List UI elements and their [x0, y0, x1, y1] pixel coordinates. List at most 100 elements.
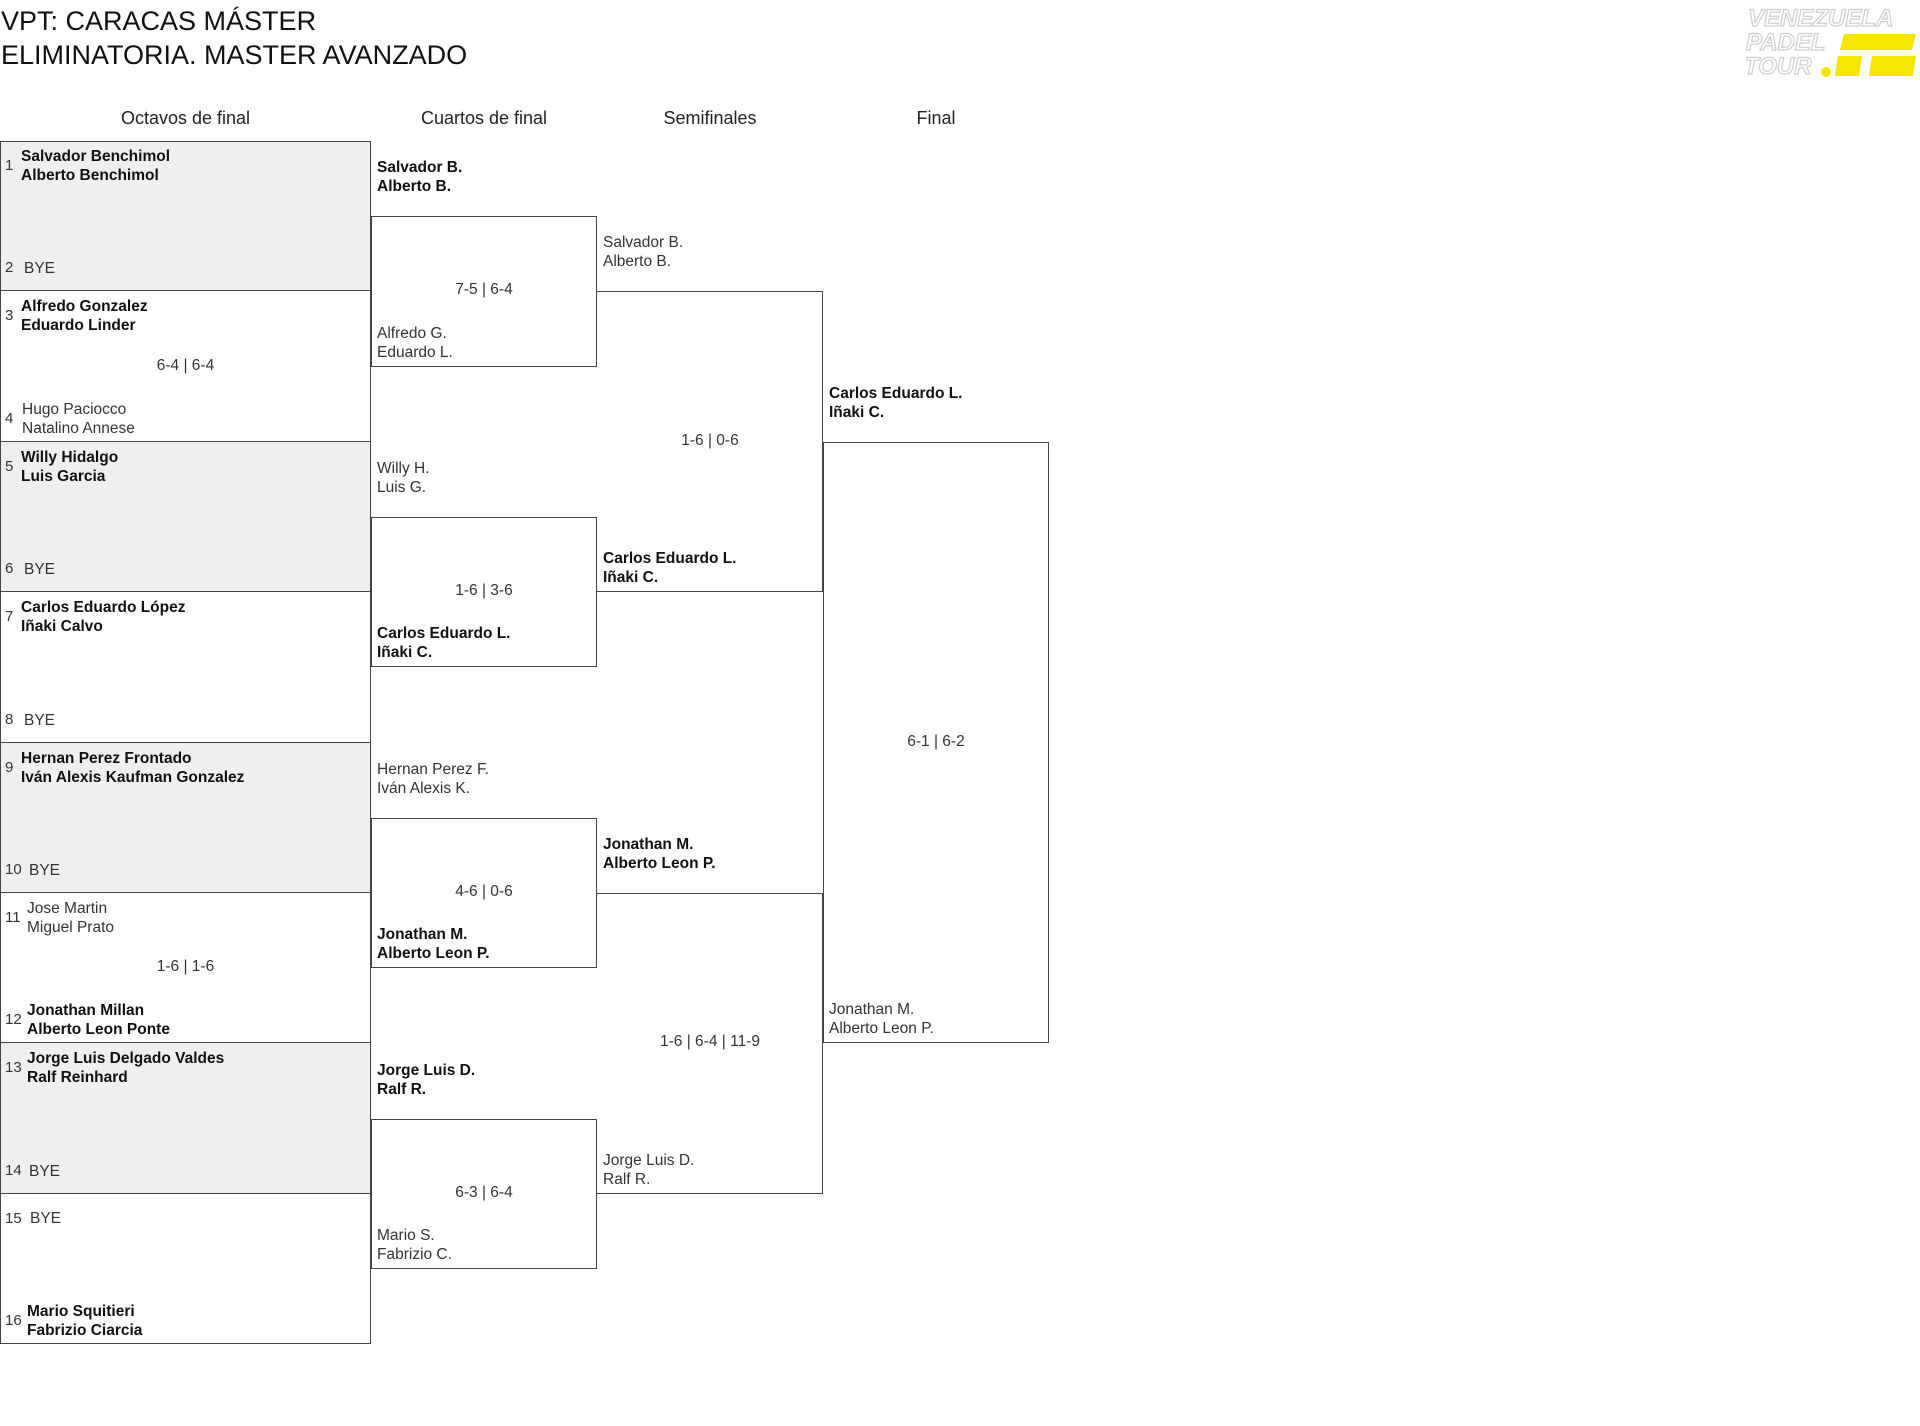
round-header-final: Final [916, 108, 956, 128]
seed-number: 14 [5, 1161, 22, 1179]
qf-match-2 [371, 517, 597, 668]
player-b: Alberto Leon P. [603, 855, 716, 872]
player-b: Iñaki C. [377, 644, 433, 662]
qf-entry-4: Carlos Eduardo L.Iñaki C. [377, 624, 511, 662]
r16-match-2 [0, 291, 371, 442]
match-score: 1-6 | 1-6 [156, 958, 215, 976]
bye-label: BYE [29, 1162, 61, 1180]
player-b: Fabrizio Ciarcia [27, 1322, 143, 1340]
seed-number: 4 [5, 409, 14, 427]
r16-match-3 [0, 441, 371, 593]
player-a: Willy Hidalgo [21, 448, 119, 466]
player-a: Hernan Perez F. [377, 760, 489, 778]
player-a: Salvador B. [603, 234, 684, 252]
player-a: Jonathan Millan [27, 1002, 145, 1020]
qf-entry-2: Alfredo G.Eduardo L. [377, 324, 453, 362]
logo-line-1: VENEZUELA [1748, 5, 1893, 32]
seed-number: 7 [5, 608, 14, 626]
player-a: Jorge Luis Delgado Valdes [27, 1050, 225, 1068]
player-a: Hernan Perez Frontado [21, 749, 192, 767]
qf-entry-7: Jorge Luis D.Ralf R. [377, 1061, 475, 1099]
qf-entry-5: Hernan Perez F.Iván Alexis K. [377, 760, 489, 798]
r16-match-8 [0, 1193, 371, 1345]
player-b: Iván Alexis Kaufman Gonzalez [21, 768, 245, 786]
player-a: Carlos Eduardo López [21, 599, 186, 617]
title-line-2: ELIMINATORIA. MASTER AVANZADO [1, 40, 468, 70]
seed-number: 2 [5, 259, 14, 277]
sf-entry-2: Carlos Eduardo L.Iñaki C. [603, 549, 737, 587]
match-score: 1-6 | 3-6 [455, 582, 513, 600]
seed-number: 9 [5, 758, 14, 776]
player-b: Ralf Reinhard [27, 1069, 128, 1087]
player-b: Luis G. [377, 479, 427, 496]
round-header-qf: Cuartos de final [420, 108, 548, 128]
seed-number: 8 [5, 710, 14, 728]
final-entry-1: Carlos Eduardo L.Iñaki C. [829, 384, 963, 422]
match-score: 1-6 | 0-6 [681, 431, 739, 449]
player-a: Carlos Eduardo L. [603, 550, 737, 568]
r16-match-7 [0, 1043, 371, 1194]
player-b: Natalino Annese [22, 419, 135, 437]
bye-label: BYE [30, 1209, 62, 1227]
player-a: Willy H. [377, 460, 430, 477]
seed-number: 6 [5, 560, 14, 578]
player-b: Alberto Leon P. [377, 945, 490, 963]
match-score: 6-4 | 6-4 [156, 356, 215, 374]
player-b: Alberto Leon Ponte [27, 1021, 170, 1039]
qf-entry-1: Salvador B.Alberto B. [377, 158, 462, 196]
sf-entry-4: Jorge Luis D.Ralf R. [603, 1151, 694, 1189]
qf-entry-3: Willy H. Luis G. [377, 459, 430, 497]
player-b: Iñaki C. [603, 569, 659, 587]
seed-number: 5 [5, 457, 14, 475]
player-a: Jonathan M. [603, 836, 694, 853]
player-b: Eduardo L. [377, 343, 453, 361]
player-a: Carlos Eduardo L. [829, 384, 963, 402]
player-b: Iñaki C. [829, 403, 885, 421]
bye-label: BYE [29, 862, 61, 879]
seed-number: 10 [5, 861, 22, 878]
player-a: Jorge Luis D. [603, 1151, 695, 1169]
bye-label: BYE [24, 260, 56, 278]
r16-match-6 [0, 893, 371, 1044]
match-score: 7-5 | 6-4 [455, 281, 513, 299]
player-a: Jose Martin [27, 900, 108, 917]
player-b: Luis Garcia [21, 467, 106, 485]
round-header-sf: Semifinales [663, 108, 757, 128]
player-a: Jonathan M. [829, 1001, 915, 1019]
qf-match-3 [371, 817, 597, 969]
player-b: Iván Alexis K. [377, 779, 471, 797]
final-match-1 [823, 441, 1049, 1044]
final-entry-2: Jonathan M.Alberto Leon P. [829, 1000, 934, 1038]
bye-label: BYE [24, 711, 56, 729]
player-a: Mario S. [377, 1227, 435, 1244]
seed-number: 11 [5, 909, 21, 926]
player-b: Alberto Leon P. [829, 1020, 934, 1038]
player-b: Alberto Benchimol [21, 167, 159, 184]
qf-match-4 [371, 1118, 597, 1269]
match-score: 6-1 | 6-2 [907, 732, 965, 750]
player-a: Jorge Luis D. [377, 1061, 476, 1079]
venezuela-padel-tour-logo: VENEZUELA PADEL TOUR [1746, 4, 1916, 81]
sf-match-2 [597, 893, 823, 1194]
sf-match-1 [597, 291, 823, 593]
seed-number: 3 [5, 307, 14, 325]
seed-number: 16 [5, 1312, 22, 1330]
player-b: Ralf R. [603, 1170, 651, 1188]
round-header-r16: Octavos de final [120, 108, 251, 128]
match-score: 6-3 | 6-4 [455, 1183, 513, 1201]
player-b: Alberto B. [603, 253, 672, 271]
sf-entry-3: Jonathan M. Alberto Leon P. [603, 835, 716, 873]
seed-number: 12 [5, 1011, 22, 1029]
player-b: Miguel Prato [27, 919, 115, 936]
player-a: Jonathan M. [377, 926, 468, 944]
seed-number: 1 [5, 157, 14, 174]
